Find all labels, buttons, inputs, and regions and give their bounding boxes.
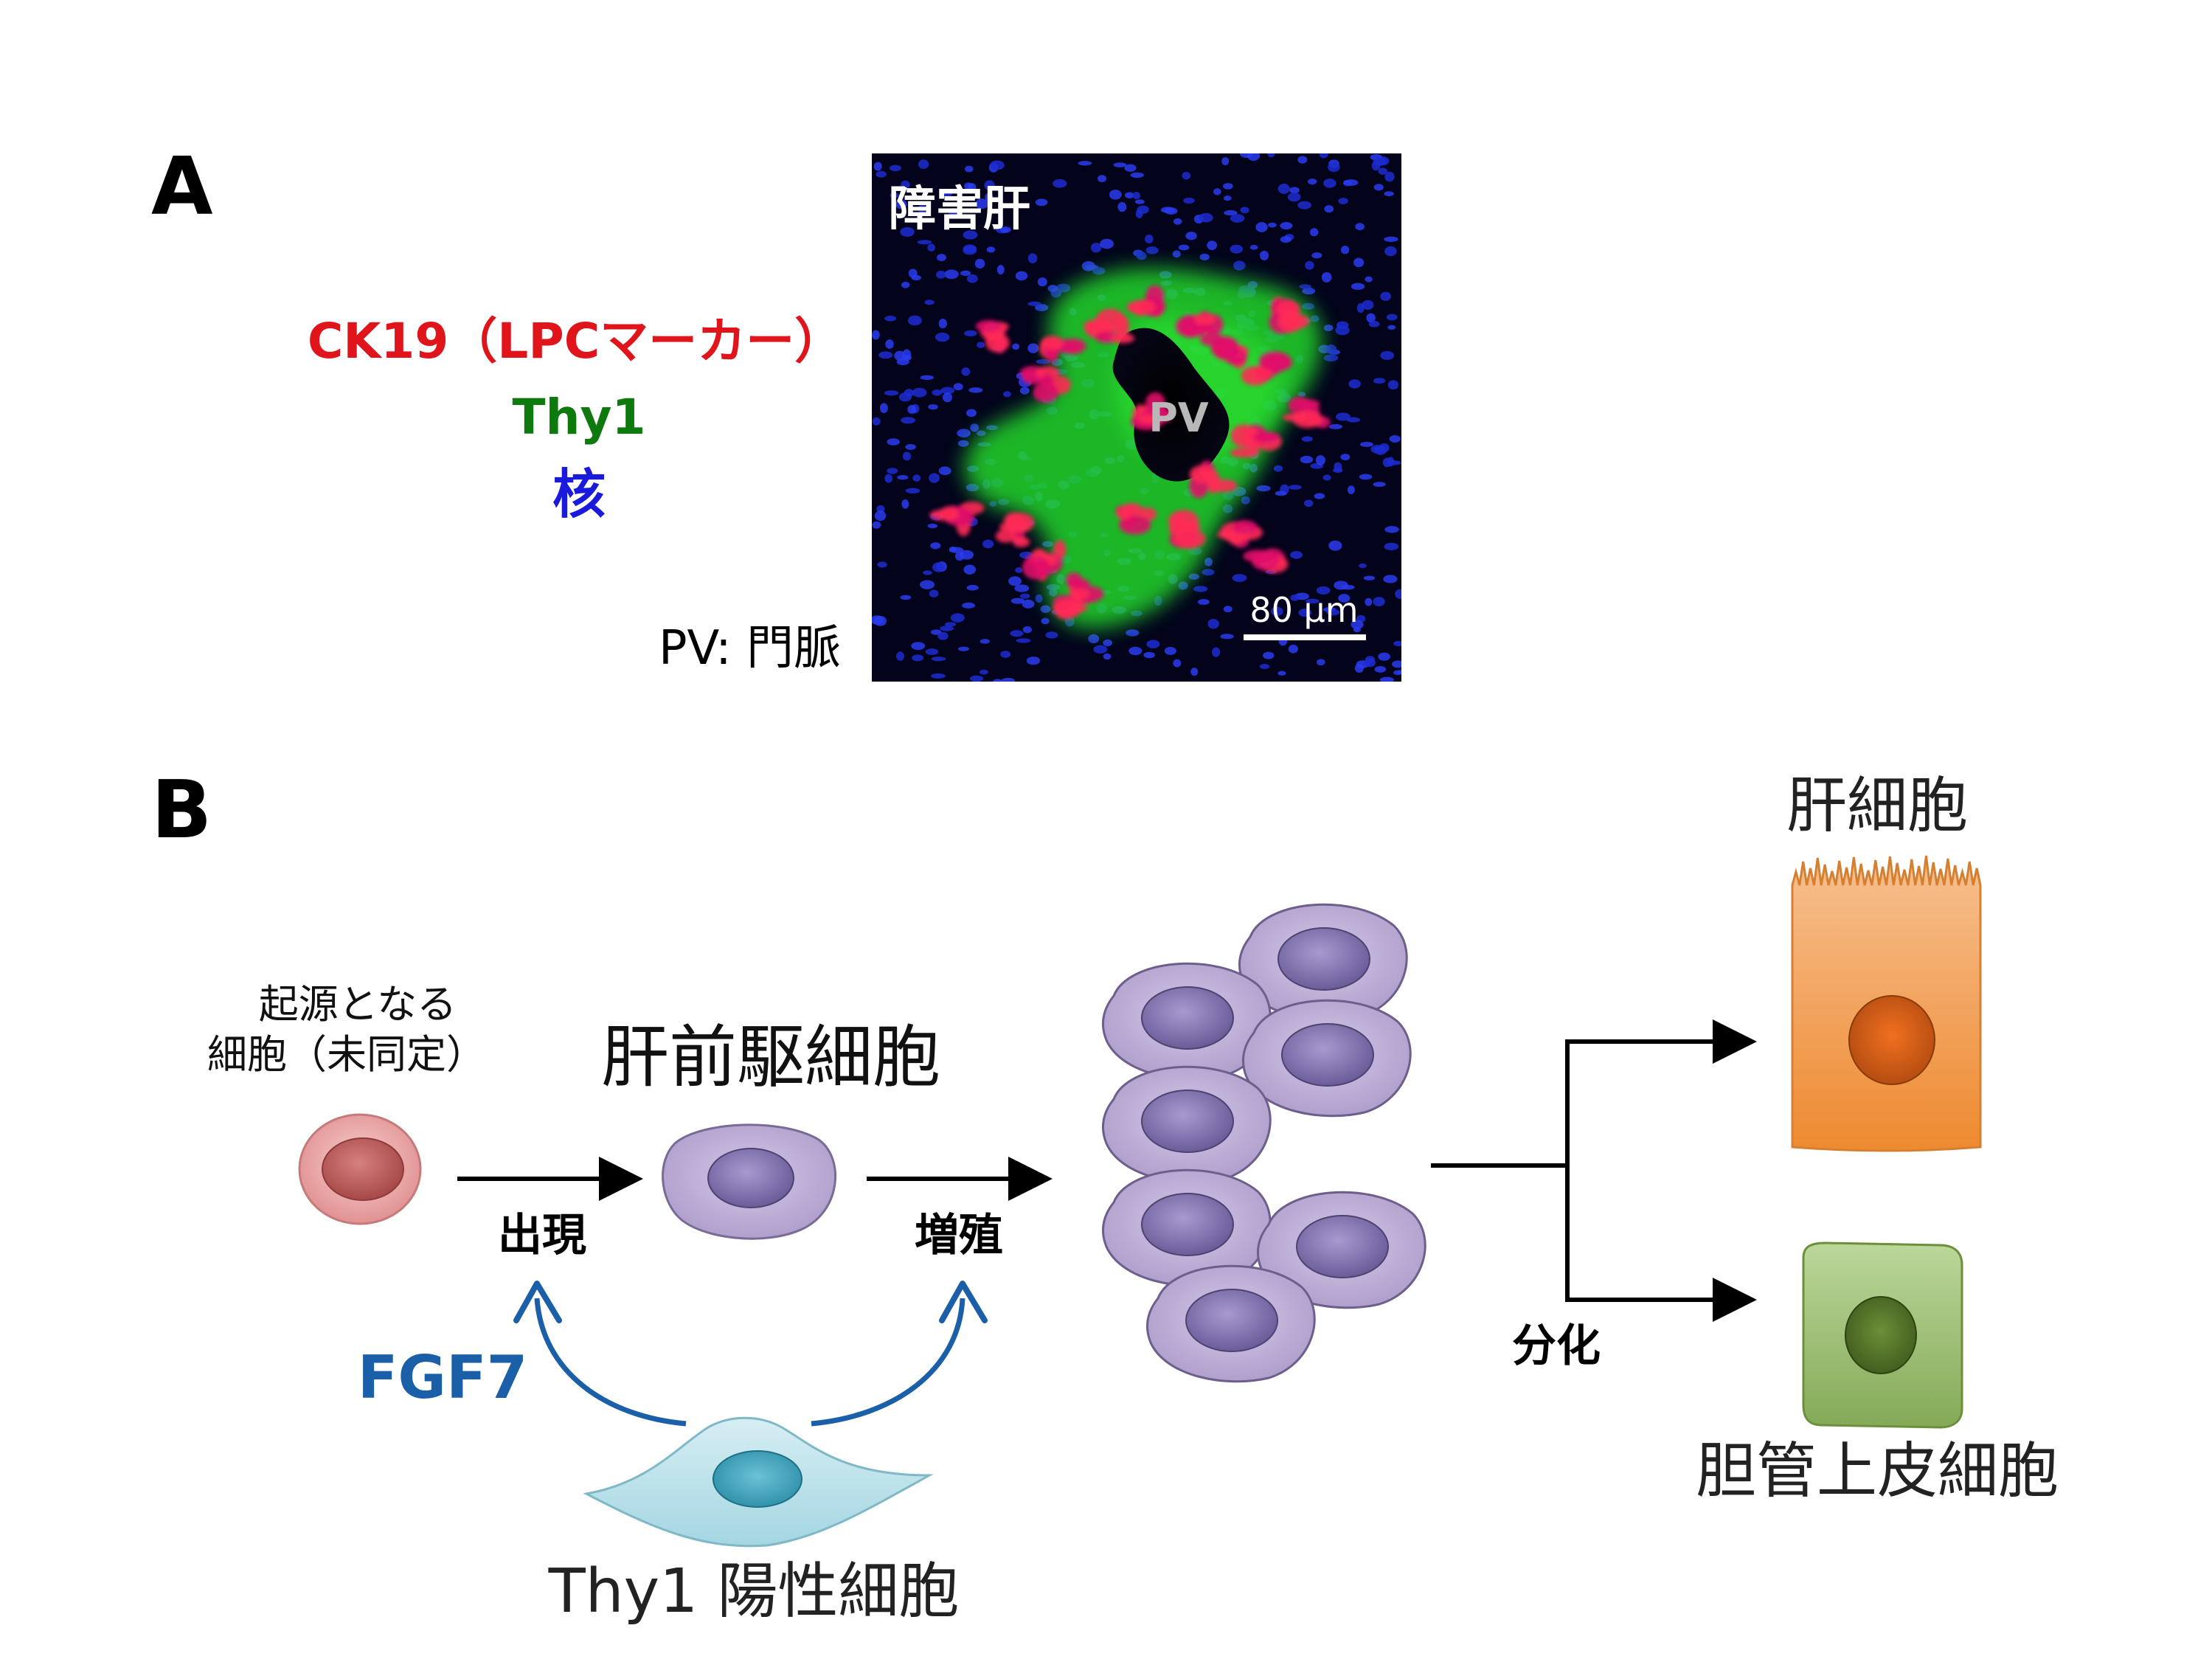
pv-note: PV: 門脈 <box>659 621 841 676</box>
label-proliferation: 増殖 <box>915 1210 1003 1261</box>
fgf7-label: FGF7 <box>358 1343 528 1412</box>
legend-nucleus: 核 <box>552 463 606 525</box>
legend-ck19: CK19（LPCマーカー） <box>308 313 843 370</box>
thy1-cell-label: Thy1 陽性細胞 <box>548 1556 960 1627</box>
micrograph-title: 障害肝 <box>889 182 1030 237</box>
differentiation-label: 分化 <box>1512 1320 1601 1372</box>
pv-label: PV <box>1148 395 1209 441</box>
progenitor-label: 肝前駆細胞 <box>601 1018 940 1097</box>
scale-bar <box>1244 634 1366 640</box>
micrograph-image: 障害肝 PV 80 µm <box>872 153 1401 682</box>
label-emergence: 出現 <box>498 1210 586 1261</box>
hepatocyte-cell <box>1791 855 1982 1152</box>
origin-cell <box>298 1113 422 1225</box>
fgf7-arrow-right <box>811 1298 965 1427</box>
fgf7-arrowhead-right <box>939 1281 988 1323</box>
origin-cell-label-line2: 細胞（未同定） <box>207 1031 486 1078</box>
fgf7-arrowhead-left <box>513 1281 562 1323</box>
panel-b-label: B <box>151 764 212 856</box>
origin-cell-label-line1: 起源となる <box>259 981 457 1028</box>
panel-a-label: A <box>151 141 213 233</box>
legend-thy1: Thy1 <box>513 389 646 446</box>
thy1-positive-cell <box>583 1416 934 1548</box>
hepatocyte-label: 肝細胞 <box>1786 771 1968 841</box>
scale-bar-label: 80 µm <box>1249 590 1358 630</box>
progenitor-cell <box>662 1123 837 1240</box>
cholangiocyte-label: 胆管上皮細胞 <box>1696 1436 2059 1506</box>
fgf7-arrow-left <box>534 1298 687 1427</box>
proliferated-cell-cluster <box>1101 903 1426 1383</box>
differentiation-branch <box>1431 1019 1757 1322</box>
cholangiocyte-cell <box>1802 1241 1963 1429</box>
